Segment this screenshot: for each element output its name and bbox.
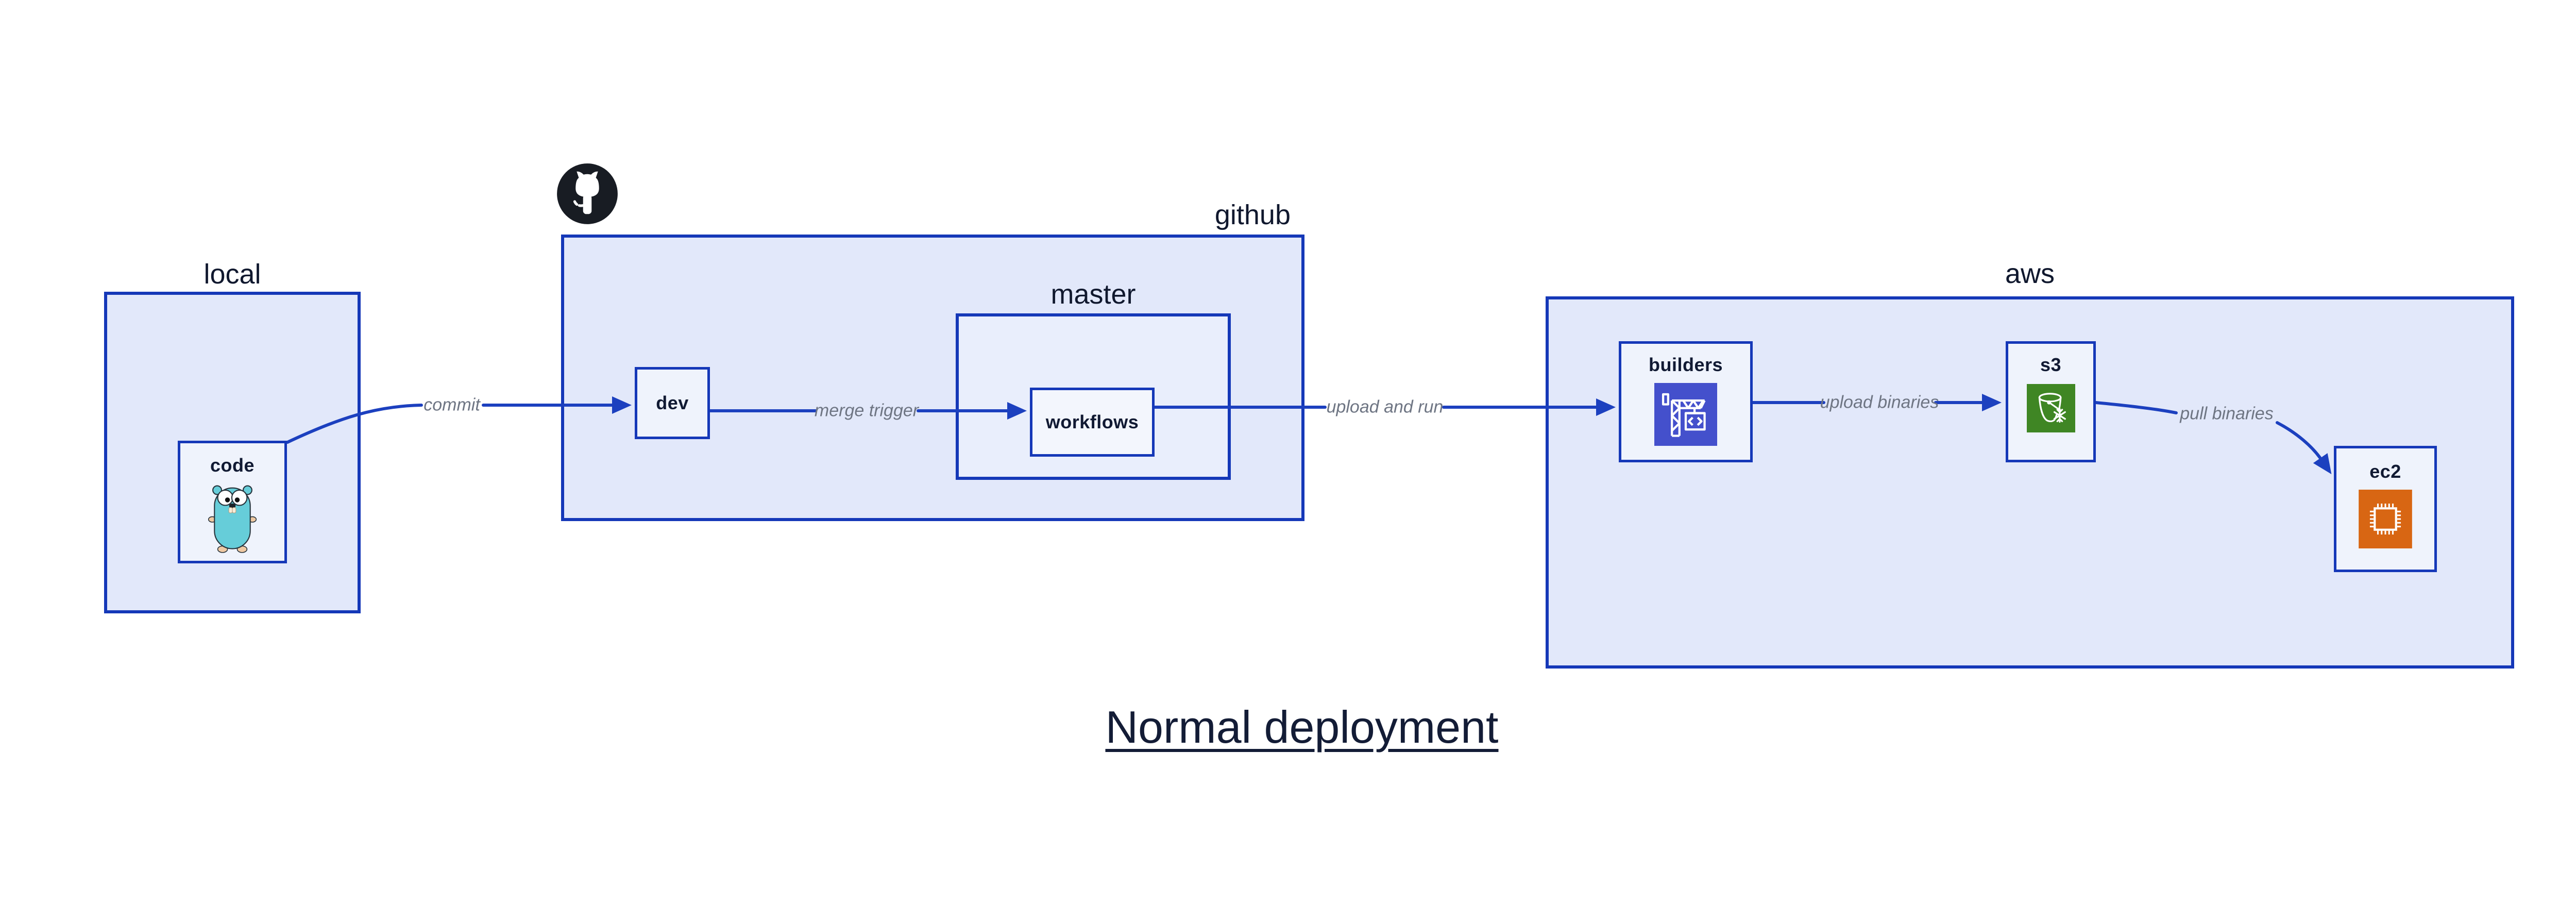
aws-ec2-chip-icon [2359, 490, 2412, 548]
node-builders-label: builders [1648, 354, 1723, 375]
node-s3-label: s3 [2040, 354, 2062, 375]
edge-pull-binaries-line-start [2094, 401, 2178, 414]
aws-container-label: aws [2005, 258, 2055, 289]
edge-pull-binaries-line-end [2276, 421, 2332, 474]
node-dev: dev [635, 367, 710, 439]
node-code-label: code [210, 455, 255, 476]
node-ec2-label: ec2 [2369, 461, 2401, 482]
edge-commit-label: commit [423, 395, 480, 415]
aws-codebuild-crane-icon [1654, 383, 1717, 446]
master-container-label: master [1050, 279, 1136, 310]
edge-upload-binaries-label: upload binaries [1820, 392, 1939, 412]
diagram-title: Normal deployment [1105, 701, 1499, 753]
edge-merge-trigger-label: merge trigger [814, 400, 919, 421]
aws-s3-bucket-snowflake-icon [2026, 384, 2075, 432]
node-s3: s3 [2006, 341, 2096, 462]
github-container-label: github [1214, 199, 1291, 230]
local-container-label: local [204, 259, 261, 290]
github-octocat-icon [557, 163, 618, 224]
node-dev-label: dev [656, 392, 689, 413]
node-workflows-label: workflows [1045, 411, 1139, 432]
go-gopher-icon [208, 485, 257, 553]
edge-upload-and-run-label: upload and run [1326, 397, 1444, 417]
node-workflows: workflows [1030, 388, 1155, 457]
node-builders: builders [1619, 341, 1753, 462]
edge-pull-binaries-label: pull binaries [2180, 404, 2274, 424]
node-ec2: ec2 [2334, 446, 2437, 572]
edge-commit-line-start [286, 404, 423, 444]
node-code: code [178, 441, 287, 563]
